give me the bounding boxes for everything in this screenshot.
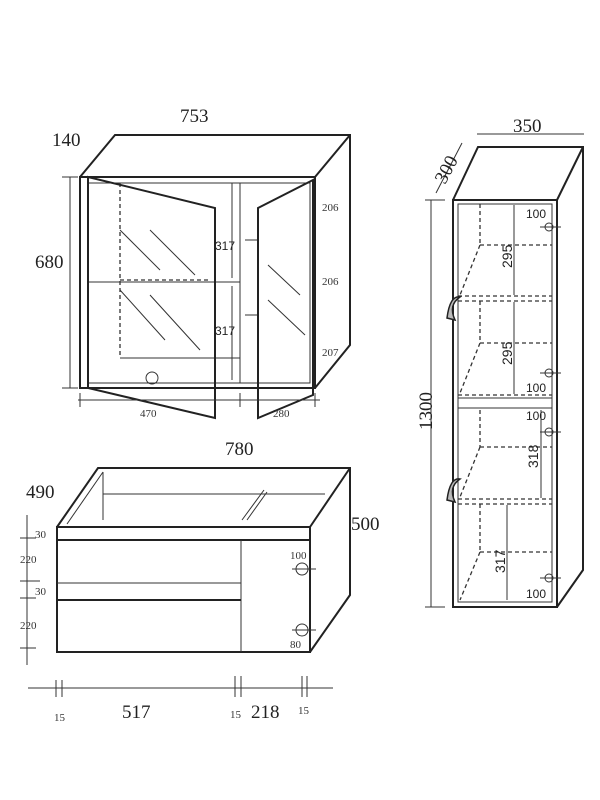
- compartment-height-label: 318: [525, 444, 541, 468]
- mirror-height-label: 680: [35, 252, 64, 273]
- right-door-width-label: 280: [273, 408, 290, 420]
- tall-depth-label: 300: [431, 152, 463, 187]
- vanity-unit: 780 490 500 30 220 30 220 100 80 15 517 …: [20, 439, 380, 724]
- left-height-label: 220: [20, 620, 37, 632]
- left-height-label: 30: [35, 529, 47, 541]
- vanity-height-label: 500: [351, 514, 380, 535]
- bottom-width-label: 15: [298, 705, 310, 717]
- bottom-width-label: 15: [230, 709, 242, 721]
- vanity-width-label: 780: [225, 439, 254, 460]
- bottom-width-label: 15: [54, 712, 66, 724]
- left-height-label: 30: [35, 586, 47, 598]
- hole-label: 100: [526, 409, 546, 423]
- shelf-height-label: 317: [215, 324, 235, 338]
- handle-icon: [446, 296, 462, 322]
- tall-width-label: 350: [513, 116, 542, 137]
- hole-label: 80: [290, 639, 302, 651]
- compartment-height-label: 295: [499, 341, 515, 365]
- vanity-depth-label: 490: [26, 482, 55, 503]
- right-height-label: 206: [322, 276, 339, 288]
- right-height-label: 206: [322, 202, 339, 214]
- handle-icon: [446, 478, 462, 504]
- bottom-width-label: 218: [251, 702, 280, 723]
- mirror-cabinet: 753 140 680 317 317 206 206 207 470 280: [35, 106, 351, 420]
- right-height-label: 207: [322, 347, 339, 359]
- left-height-label: 220: [20, 554, 37, 566]
- shelf-height-label: 317: [215, 239, 235, 253]
- mirror-depth-label: 140: [52, 130, 81, 151]
- tall-cabinet: 350 300 1300 295 295 318 317 100 100 100…: [416, 116, 584, 608]
- hole-label: 100: [526, 381, 546, 395]
- mirror-width-label: 753: [180, 106, 209, 127]
- hole-label: 100: [526, 587, 546, 601]
- bottom-width-label: 517: [122, 702, 151, 723]
- compartment-height-label: 295: [499, 244, 515, 268]
- tall-height-label: 1300: [416, 392, 437, 430]
- compartment-height-label: 317: [492, 549, 508, 573]
- hole-label: 100: [526, 207, 546, 221]
- hole-label: 100: [290, 550, 307, 562]
- left-door-width-label: 470: [140, 408, 157, 420]
